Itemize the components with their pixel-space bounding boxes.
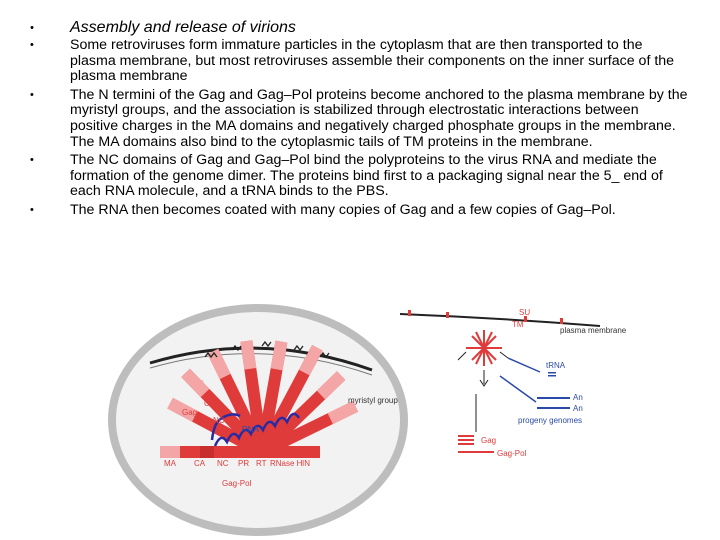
slide-title: • Assembly and release of virions — [30, 18, 690, 38]
plasma-membrane-line — [399, 313, 601, 327]
gagpol-ma — [160, 446, 180, 458]
rna-strand — [213, 412, 301, 447]
bullet-dot: • — [30, 39, 34, 51]
label-gag: Gag — [182, 408, 197, 417]
label-nc: NC — [213, 416, 225, 425]
gagpol-bar — [176, 446, 320, 458]
trna-arrow — [507, 357, 541, 373]
domain-pr: PR — [238, 459, 249, 468]
gag-rods — [167, 340, 359, 458]
label-ca: CA — [204, 399, 216, 408]
immature-particle-figure: MA CA Gag NC RNA myristyl group MA CA NC… — [108, 304, 408, 536]
bullet-text: The NC domains of Gag and Gag–Pol bind t… — [70, 152, 663, 200]
bullet-dot: • — [30, 154, 34, 167]
gagpol-ca — [200, 446, 214, 458]
bullet-text: The RNA then becomes coated with many co… — [70, 201, 616, 218]
bullet-item: • Some retroviruses form immature particl… — [30, 37, 690, 85]
trna-mark-2 — [548, 375, 556, 377]
gagpol-domain-labels: MA CA NC PR RT RNase H IN — [164, 459, 310, 468]
bullet-item: • The NC domains of Gag and Gag–Pol bind … — [30, 152, 690, 200]
bullet-dot: • — [30, 88, 34, 101]
label-gagpol: Gag-Pol — [222, 479, 252, 488]
gag-stack — [458, 435, 474, 445]
label-tm: TM — [512, 320, 524, 329]
membrane-schematic: SU TM plasma membrane tRNA An An progeny… — [399, 308, 627, 458]
bullet-item: • The N termini of the Gag and Gag–Pol pr… — [30, 86, 690, 150]
cluster-arrows — [457, 351, 509, 387]
label-an-1: An — [573, 393, 583, 402]
bullet-dot: • — [30, 203, 34, 216]
label-myristyl: myristyl group — [348, 396, 398, 405]
domain-rt: RT — [256, 459, 267, 468]
domain-ca: CA — [194, 459, 206, 468]
label-right-gagpol: Gag-Pol — [497, 449, 527, 458]
bullet-text: The N termini of the Gag and Gag–Pol pro… — [70, 86, 688, 150]
label-trna: tRNA — [546, 361, 566, 370]
label-right-gag: Gag — [481, 436, 496, 445]
domain-rnaseh: RNase H — [270, 459, 303, 468]
bullet-list: • Assembly and release of virions • Some r… — [30, 18, 690, 222]
bullet-text: Some retroviruses form immature particle… — [70, 37, 675, 85]
domain-nc: NC — [217, 459, 229, 468]
myristyl-squiggles — [204, 340, 330, 359]
domain-in: IN — [302, 459, 310, 468]
trna-mark — [548, 372, 556, 374]
label-rna: RNA — [242, 425, 260, 434]
label-an-2: An — [573, 404, 583, 413]
slide-title-text: Assembly and release of virions — [70, 19, 296, 36]
label-progeny-genomes: progeny genomes — [518, 416, 582, 425]
membrane-arc-inner — [149, 353, 373, 376]
label-plasma-membrane: plasma membrane — [560, 326, 627, 335]
rna-loop — [210, 413, 241, 441]
domain-ma: MA — [164, 459, 177, 468]
membrane-arc — [149, 346, 373, 372]
tm-cluster — [466, 330, 502, 366]
membrane-receptors — [408, 310, 563, 324]
bullet-dot: • — [30, 22, 34, 34]
label-su: SU — [519, 308, 530, 317]
bullet-item: • The RNA then becomes coated with many c… — [30, 201, 690, 219]
label-ma: MA — [193, 379, 206, 388]
genome-arrow — [499, 375, 537, 403]
